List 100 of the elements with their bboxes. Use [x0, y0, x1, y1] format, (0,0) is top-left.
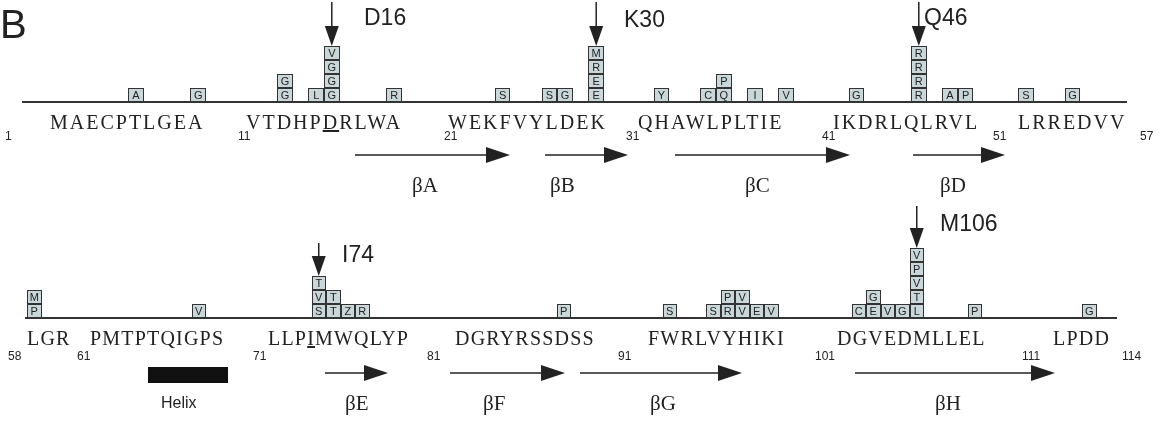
residue-number: 91: [618, 350, 632, 362]
mutation-box: S: [541, 88, 558, 102]
mutation-box: V: [764, 304, 779, 318]
mutation-box: G: [557, 88, 573, 102]
panel-letter: B: [0, 4, 27, 44]
mutation-box: P: [967, 304, 982, 318]
sequence-text: LRREDVV: [1018, 112, 1127, 132]
mutation-box: Y: [653, 88, 670, 102]
mutation-box: V: [909, 248, 924, 262]
site-label: D16: [364, 6, 407, 29]
mutation-box: R: [588, 60, 604, 74]
mutation-box: G: [1082, 304, 1097, 318]
sequence-text: WEKFVYLDEK: [448, 112, 607, 132]
sequence-text: IKDRLQLRVL: [833, 112, 980, 132]
residue-number: 61: [77, 350, 91, 362]
mutation-box: S: [706, 304, 721, 318]
mutation-box: A: [942, 88, 958, 102]
mutation-box: S: [1018, 88, 1034, 102]
sequence-text: LPDD: [1053, 328, 1111, 348]
mutation-box: G: [277, 88, 293, 102]
residue-number: 31: [626, 130, 640, 142]
mutation-box: E: [866, 304, 881, 318]
mutation-box: M: [27, 290, 42, 304]
helix-bar: [148, 367, 228, 383]
mutation-box: G: [866, 290, 881, 304]
strand-label: βF: [483, 393, 506, 414]
mutation-box: P: [556, 304, 571, 318]
mutation-box: R: [386, 88, 402, 102]
mutation-box: G: [895, 304, 910, 318]
mutation-box: G: [1064, 88, 1081, 102]
residue-number: 114: [1122, 350, 1142, 362]
mutation-box: G: [324, 74, 340, 88]
mutation-box: E: [588, 74, 604, 88]
helix-label: Helix: [161, 395, 197, 411]
site-label: M106: [940, 212, 998, 235]
mutation-box: P: [27, 304, 42, 318]
strand-label: βD: [940, 175, 966, 196]
mutation-box: I: [747, 88, 763, 102]
strand-label: βC: [745, 175, 770, 196]
mutation-box: V: [191, 304, 206, 318]
mutation-box: C: [851, 304, 866, 318]
mutation-box: P: [720, 290, 735, 304]
mutation-box: G: [324, 88, 340, 102]
sequence-text: QHAWLPLTIE: [638, 112, 784, 132]
strand-label: βA: [412, 175, 438, 196]
site-label: I74: [342, 243, 374, 266]
mutation-box: V: [909, 276, 924, 290]
site-label: K30: [624, 8, 665, 31]
mutation-box: P: [909, 262, 924, 276]
mutation-box: R: [911, 46, 927, 60]
mutation-box: R: [355, 304, 370, 318]
mutation-box: V: [311, 290, 326, 304]
mutation-box: G: [848, 88, 865, 102]
residue-number: 111: [1022, 350, 1041, 362]
strand-label: βE: [345, 393, 369, 414]
strand-label: βH: [935, 393, 961, 414]
mutation-box: L: [308, 88, 324, 102]
mutation-box: R: [911, 60, 927, 74]
mutation-box: R: [911, 74, 927, 88]
sequence-text: FWRLVYHIKI: [648, 328, 785, 348]
residue-number: 101: [815, 350, 836, 362]
mutation-box: S: [494, 88, 511, 102]
sequence-text: MAECPTLGEA: [50, 112, 205, 132]
sequence-text: VTDHPDRLWA: [246, 112, 403, 132]
mutation-box: P: [716, 74, 732, 88]
mutation-box: A: [128, 88, 144, 102]
mutation-box: S: [662, 304, 677, 318]
mutation-box: T: [326, 290, 341, 304]
sequence-text: DGRYRSSDSS: [455, 328, 595, 348]
residue-number: 41: [822, 130, 836, 142]
mutation-box: G: [190, 88, 206, 102]
mutation-box: G: [277, 74, 293, 88]
residue-number: 21: [444, 130, 458, 142]
residue-number: 1: [5, 130, 12, 142]
mutation-box: E: [588, 88, 604, 102]
mutation-box: T: [909, 290, 924, 304]
mutation-box: V: [778, 88, 794, 102]
residue-number: 81: [427, 350, 441, 362]
sequence-text: PMTPTQIGPS: [90, 328, 225, 348]
mutation-box: G: [324, 60, 340, 74]
residue-number: 51: [993, 130, 1007, 142]
residue-number: 58: [8, 350, 22, 362]
strand-label: βG: [650, 393, 676, 414]
mutation-box: C: [700, 88, 716, 102]
residue-number: 11: [238, 130, 251, 142]
mutation-box: S: [311, 304, 326, 318]
mutation-box: M: [588, 46, 604, 60]
residue-number: 71: [253, 350, 267, 362]
mutation-box: V: [324, 46, 340, 60]
sequence-text: LLPIMWQLYP: [268, 328, 410, 348]
mutation-box: Q: [716, 88, 732, 102]
mutation-box: V: [735, 290, 750, 304]
residue-number: 57: [1140, 130, 1154, 142]
mutation-box: R: [911, 88, 927, 102]
sequence-text: LGR: [27, 328, 71, 348]
site-label: Q46: [924, 6, 968, 29]
mutation-box: T: [326, 304, 341, 318]
mutation-box: V: [735, 304, 750, 318]
sequence-text: DGVEDMLLEL: [837, 328, 986, 348]
mutation-box: T: [311, 276, 326, 290]
